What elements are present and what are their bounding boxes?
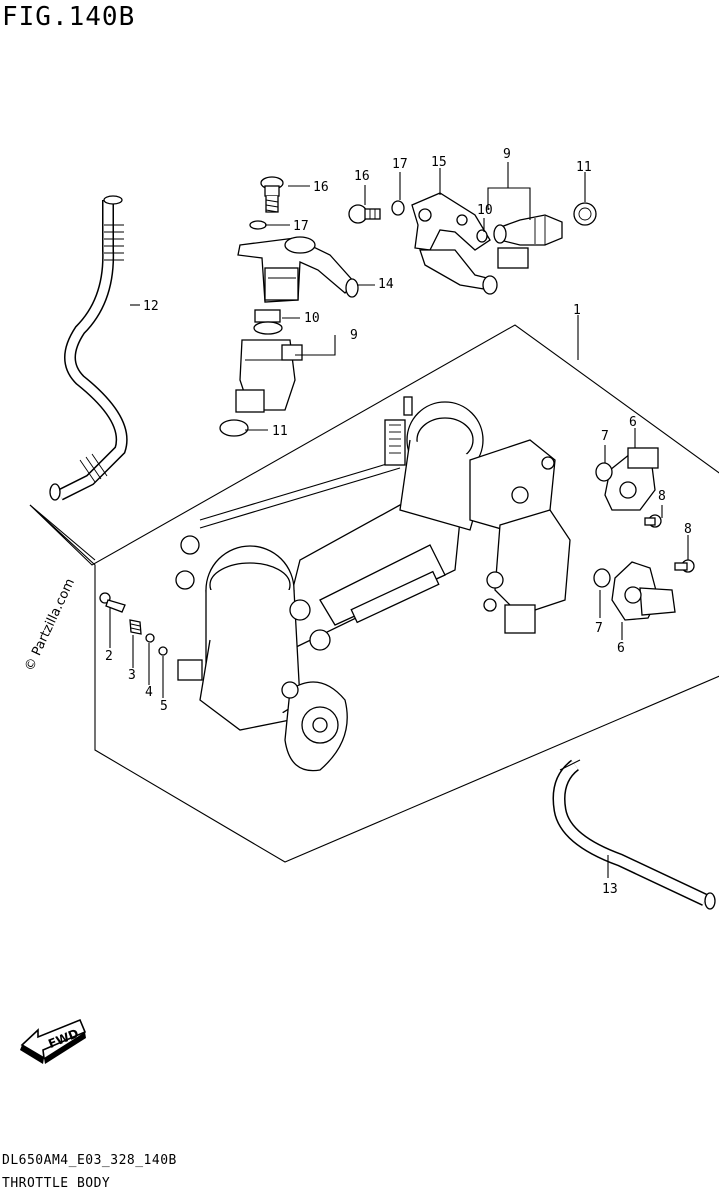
o-ring-7-upper (595, 462, 613, 482)
o-ring-7-lower (593, 568, 611, 588)
figure-code: DL650AM4_E03_328_140B (2, 1153, 177, 1168)
sensor-6-upper (604, 447, 659, 511)
injector-9-left (219, 309, 303, 437)
bolt-16-right (348, 204, 381, 224)
callout-11-right: 11 (576, 160, 592, 175)
callout-5: 5 (160, 699, 168, 714)
figure-title: FIG.140B (2, 2, 136, 32)
callout-9-left: 9 (350, 328, 358, 343)
callout-9-right: 9 (503, 147, 511, 162)
screw-8-lower (674, 559, 695, 573)
spring-3 (129, 619, 142, 635)
callout-3: 3 (128, 668, 136, 683)
callout-12: 12 (143, 299, 159, 314)
callout-7-lower: 7 (595, 621, 603, 636)
fitting-2 (99, 592, 126, 613)
watermark: © Partzilla.com (22, 576, 78, 673)
injector-bracket-15 (411, 192, 498, 295)
o-ring-5 (158, 646, 168, 656)
callout-17-upper: 17 (293, 219, 309, 234)
callout-6-lower: 6 (617, 641, 625, 656)
sensor-6-lower (611, 561, 676, 621)
figure-caption: THROTTLE BODY (2, 1176, 111, 1191)
washer-17-upper (249, 220, 267, 230)
seal-11-right (573, 202, 597, 226)
callout-labels: 1 2 3 4 5 6 6 7 7 8 8 9 9 10 10 11 11 12… (105, 147, 692, 897)
hose-12 (49, 195, 128, 501)
callout-10-right: 10 (477, 203, 493, 218)
callout-16-right: 16 (354, 169, 370, 184)
callout-7-upper: 7 (601, 429, 609, 444)
callout-14: 14 (378, 277, 394, 292)
callout-8-upper: 8 (658, 489, 666, 504)
callout-15: 15 (431, 155, 447, 170)
callout-8-lower: 8 (684, 522, 692, 537)
injector-9-right (476, 214, 563, 269)
callout-2: 2 (105, 649, 113, 664)
callout-4: 4 (145, 685, 153, 700)
callout-16-upper: 16 (313, 180, 329, 195)
fwd-arrow-icon: FWD (20, 1018, 87, 1064)
hose-13 (552, 759, 716, 910)
washer-17-right (391, 200, 405, 216)
washer-4 (145, 633, 155, 643)
fuel-delivery-pipe-14 (237, 236, 359, 303)
assembly-boundary (29, 324, 719, 863)
leader-lines (109, 162, 689, 878)
callout-10-left: 10 (304, 311, 320, 326)
callout-11-left: 11 (272, 424, 288, 439)
bolt-16-upper (260, 176, 284, 213)
callout-6-upper: 6 (629, 415, 637, 430)
callout-13: 13 (602, 882, 618, 897)
screw-8-upper (644, 514, 662, 528)
callout-17-right: 17 (392, 157, 408, 172)
throttle-body-assembly (175, 396, 571, 772)
callout-1: 1 (573, 303, 581, 318)
